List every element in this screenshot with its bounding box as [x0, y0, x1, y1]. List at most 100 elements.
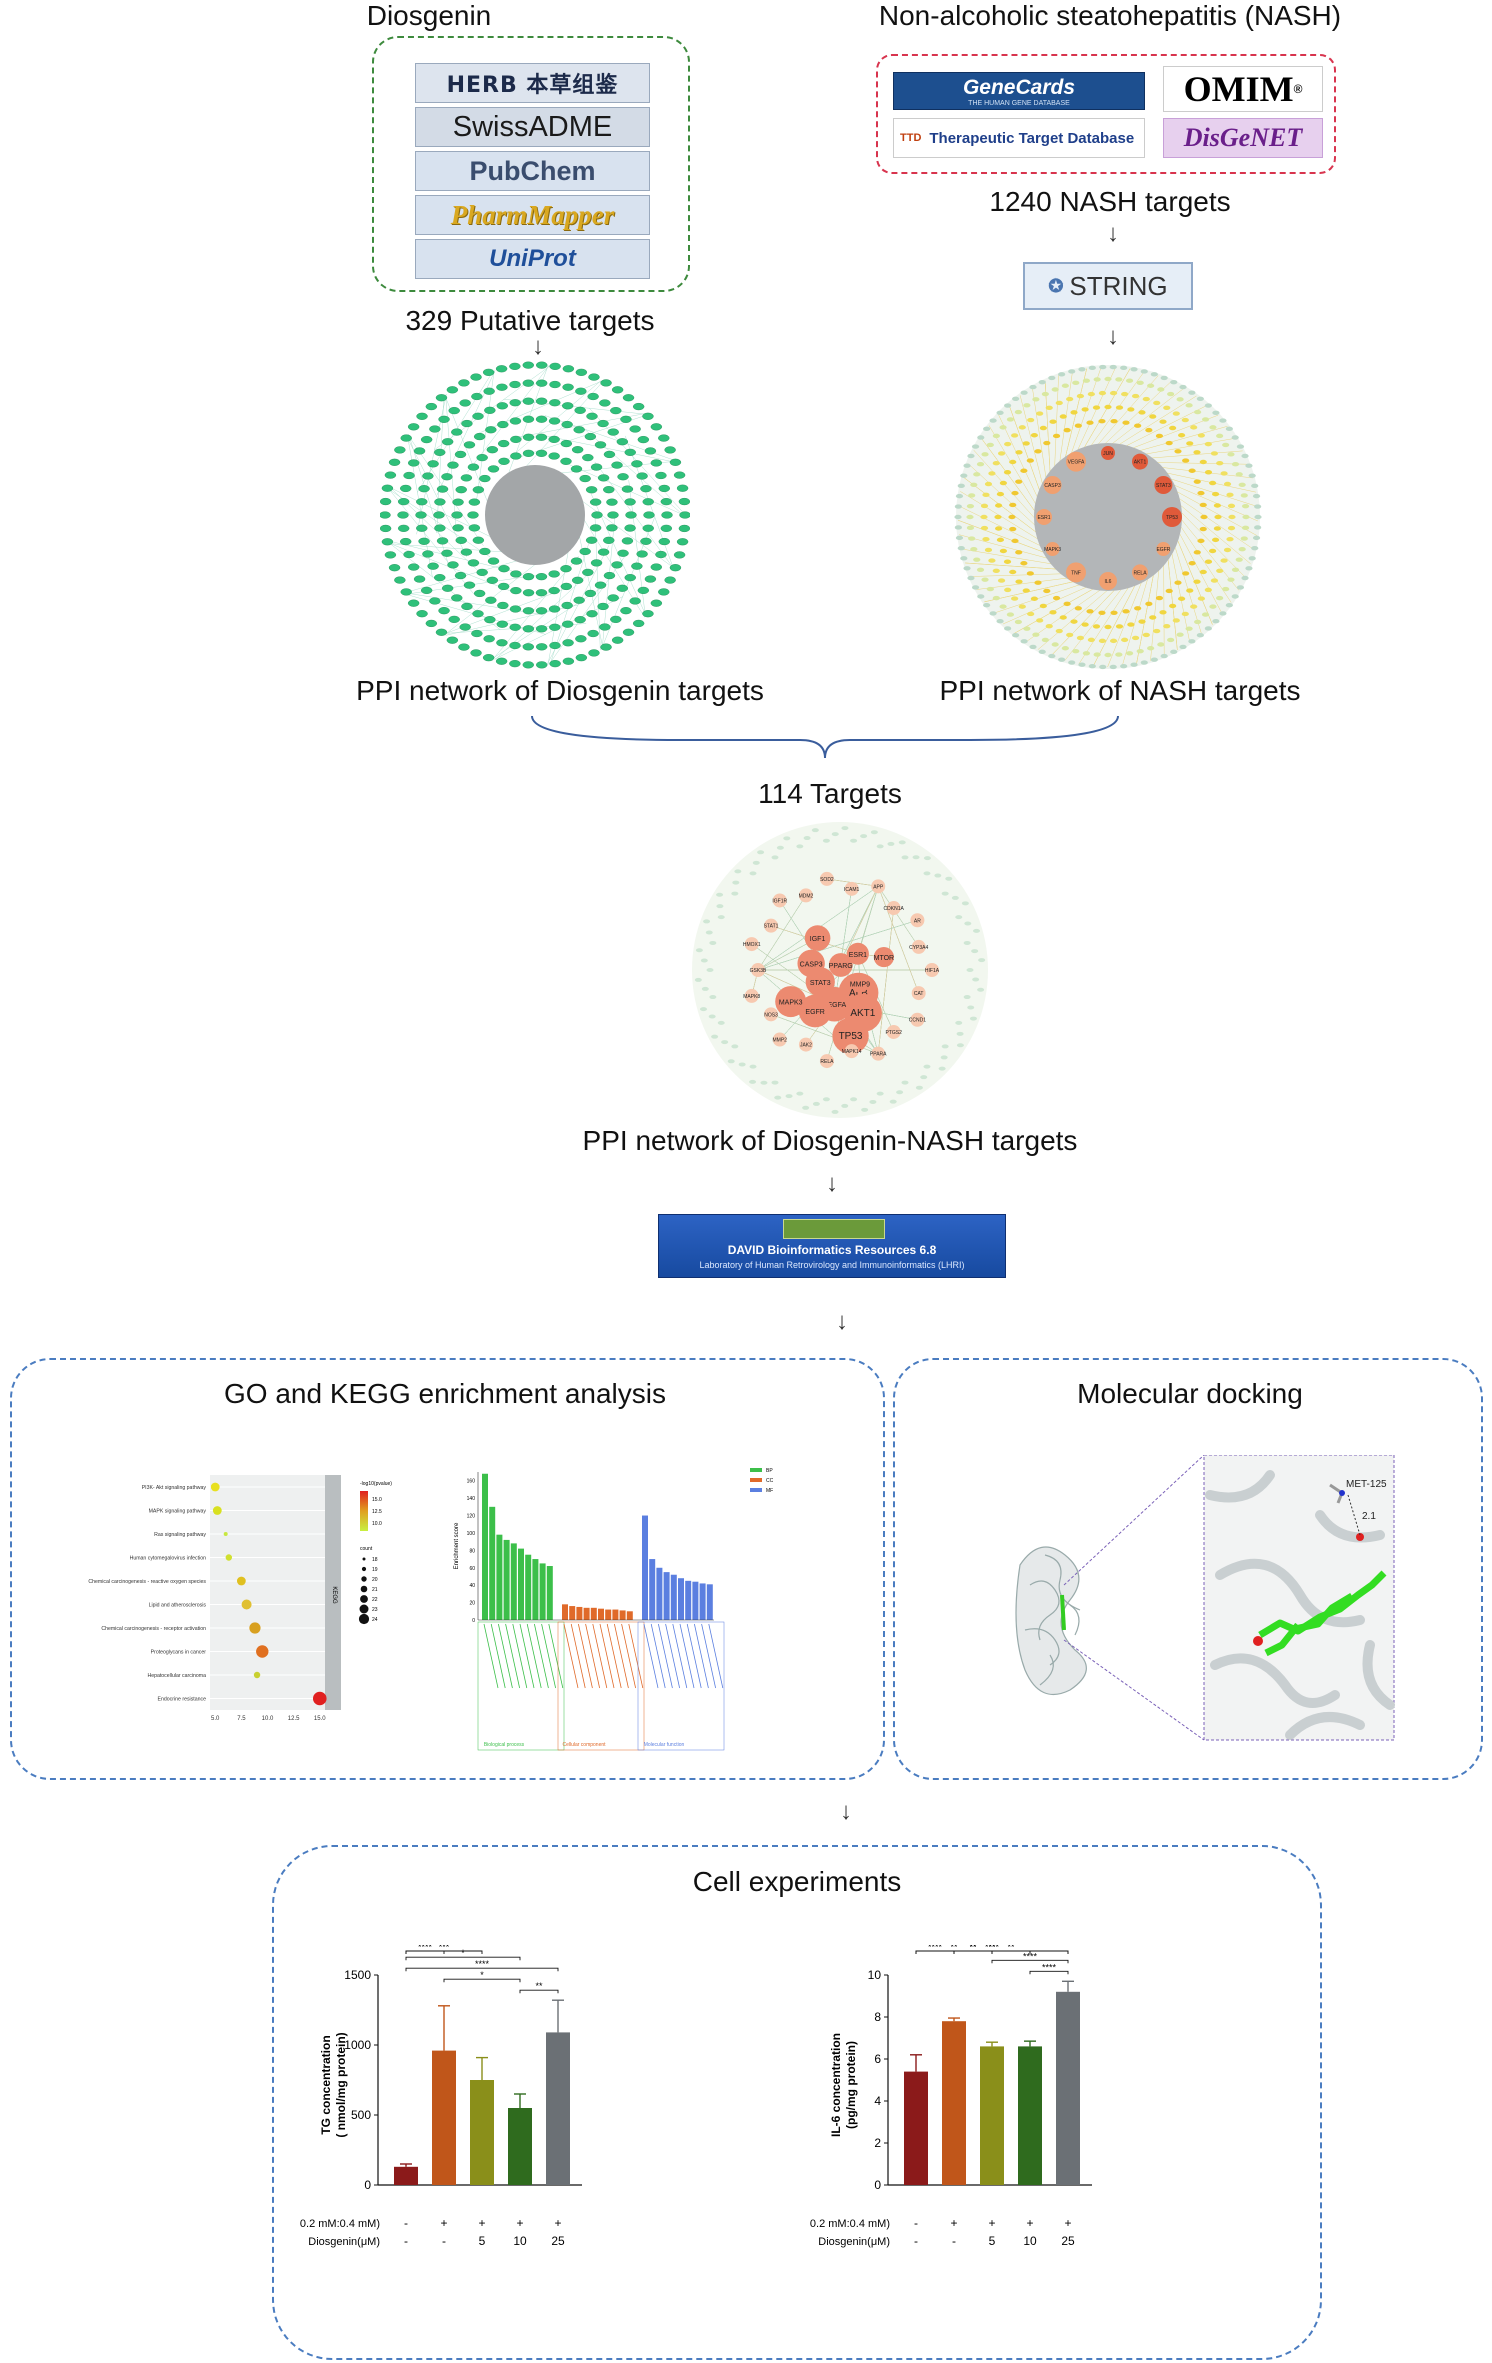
enrichment-title: GO and KEGG enrichment analysis: [224, 1378, 666, 1409]
network-node: [497, 601, 509, 610]
network-node: [658, 537, 670, 546]
network-node: [476, 568, 488, 576]
network-node: [831, 832, 839, 837]
network-node: [535, 625, 548, 633]
kegg-count-title: count: [360, 1546, 373, 1552]
network-node: [1245, 566, 1253, 571]
go-bar: [546, 1566, 553, 1620]
network-node: [1212, 410, 1220, 416]
network-node: [584, 432, 597, 441]
network-node: [472, 412, 484, 420]
network-node: [1004, 403, 1012, 408]
network-node: [603, 486, 615, 494]
diosgenin-title: Diosgenin: [366, 0, 492, 31]
y-tick-label: 1500: [344, 1968, 371, 1982]
network-node: [650, 423, 663, 431]
network-node: [977, 987, 985, 992]
network-node: [1172, 618, 1180, 623]
network-node: [1048, 375, 1056, 381]
network-node: [642, 524, 654, 532]
network-node: [1216, 460, 1224, 466]
network-node: [420, 435, 433, 444]
network-node: [1242, 514, 1250, 520]
go-term-label-line: [621, 1623, 636, 1689]
network-node: [1032, 397, 1040, 402]
hub-node: [911, 939, 926, 954]
kegg-bubble: [223, 1532, 228, 1536]
network-node: [522, 573, 535, 581]
network-node: [1163, 405, 1171, 411]
kegg-bubble: [210, 1482, 220, 1492]
network-node: [941, 1044, 949, 1049]
network-node: [441, 438, 454, 446]
network-node: [381, 484, 394, 492]
network-node: [416, 524, 428, 532]
network-node: [1236, 585, 1245, 590]
network-node: [582, 568, 594, 576]
network-node: [1157, 387, 1165, 392]
network-node: [535, 415, 548, 423]
network-center-node: [485, 465, 585, 565]
network-node: [560, 457, 572, 465]
network-node: [1160, 375, 1168, 381]
network-node: [771, 1080, 779, 1085]
go-y-tick: 140: [467, 1496, 476, 1502]
network-node: [1041, 637, 1049, 643]
network-node: [1086, 609, 1094, 614]
network-node: [548, 587, 560, 595]
network-node: [1012, 633, 1020, 638]
network-node: [1214, 514, 1222, 520]
network-node: [509, 417, 522, 425]
go-term-label-line: [563, 1623, 579, 1689]
network-node: [1081, 622, 1089, 627]
network-node: [1015, 450, 1023, 455]
network-node: [678, 524, 690, 533]
network-node: [738, 1062, 746, 1067]
network-node: [960, 473, 968, 478]
network-node: [1136, 648, 1144, 654]
kegg-x-tick: 7.5: [237, 1716, 246, 1722]
hub-node: [764, 918, 779, 933]
network-node: [1225, 602, 1233, 608]
network-node: [1170, 649, 1178, 655]
go-bar: [576, 1606, 583, 1620]
significance-label: **: [969, 1945, 977, 1952]
network-node: [632, 402, 645, 411]
network-node: [535, 397, 548, 405]
network-node: [997, 451, 1006, 456]
network-node: [509, 605, 522, 613]
network-node: [901, 1080, 909, 1085]
network-node: [1193, 479, 1201, 484]
network-node: [822, 838, 830, 843]
network-node: [1220, 471, 1228, 476]
network-node: [631, 562, 643, 570]
network-node: [1081, 407, 1089, 412]
diosgenin-row-value: 10: [1023, 2234, 1037, 2248]
network-node: [1138, 410, 1146, 415]
arrow-down-icon: ↓: [532, 333, 544, 360]
network-node: [1051, 642, 1059, 647]
hub-node-label: STAT3: [810, 980, 831, 987]
network-node: [678, 497, 690, 506]
significance-bracket: [519, 1989, 559, 1994]
network-node: [1185, 403, 1193, 408]
protein-overview: [1015, 1546, 1087, 1696]
network-node: [549, 362, 561, 370]
network-node: [1165, 440, 1173, 446]
network-node: [573, 596, 585, 604]
hub-node: [1132, 564, 1148, 581]
network-node: [452, 498, 464, 506]
diosgenin-database-box: [372, 36, 690, 292]
network-node: [560, 582, 573, 591]
network-node: [479, 547, 491, 556]
go-term-label-line: [599, 1623, 615, 1689]
y-tick-label: 4: [874, 2094, 881, 2108]
network-node: [1051, 387, 1059, 392]
network-node: [1115, 652, 1123, 657]
network-node: [1167, 637, 1175, 643]
hub-node: [1045, 542, 1060, 556]
hub-node-label: CASP3: [800, 961, 823, 968]
network-edge: [548, 551, 629, 665]
network-node: [415, 511, 427, 519]
network-node: [599, 399, 611, 407]
